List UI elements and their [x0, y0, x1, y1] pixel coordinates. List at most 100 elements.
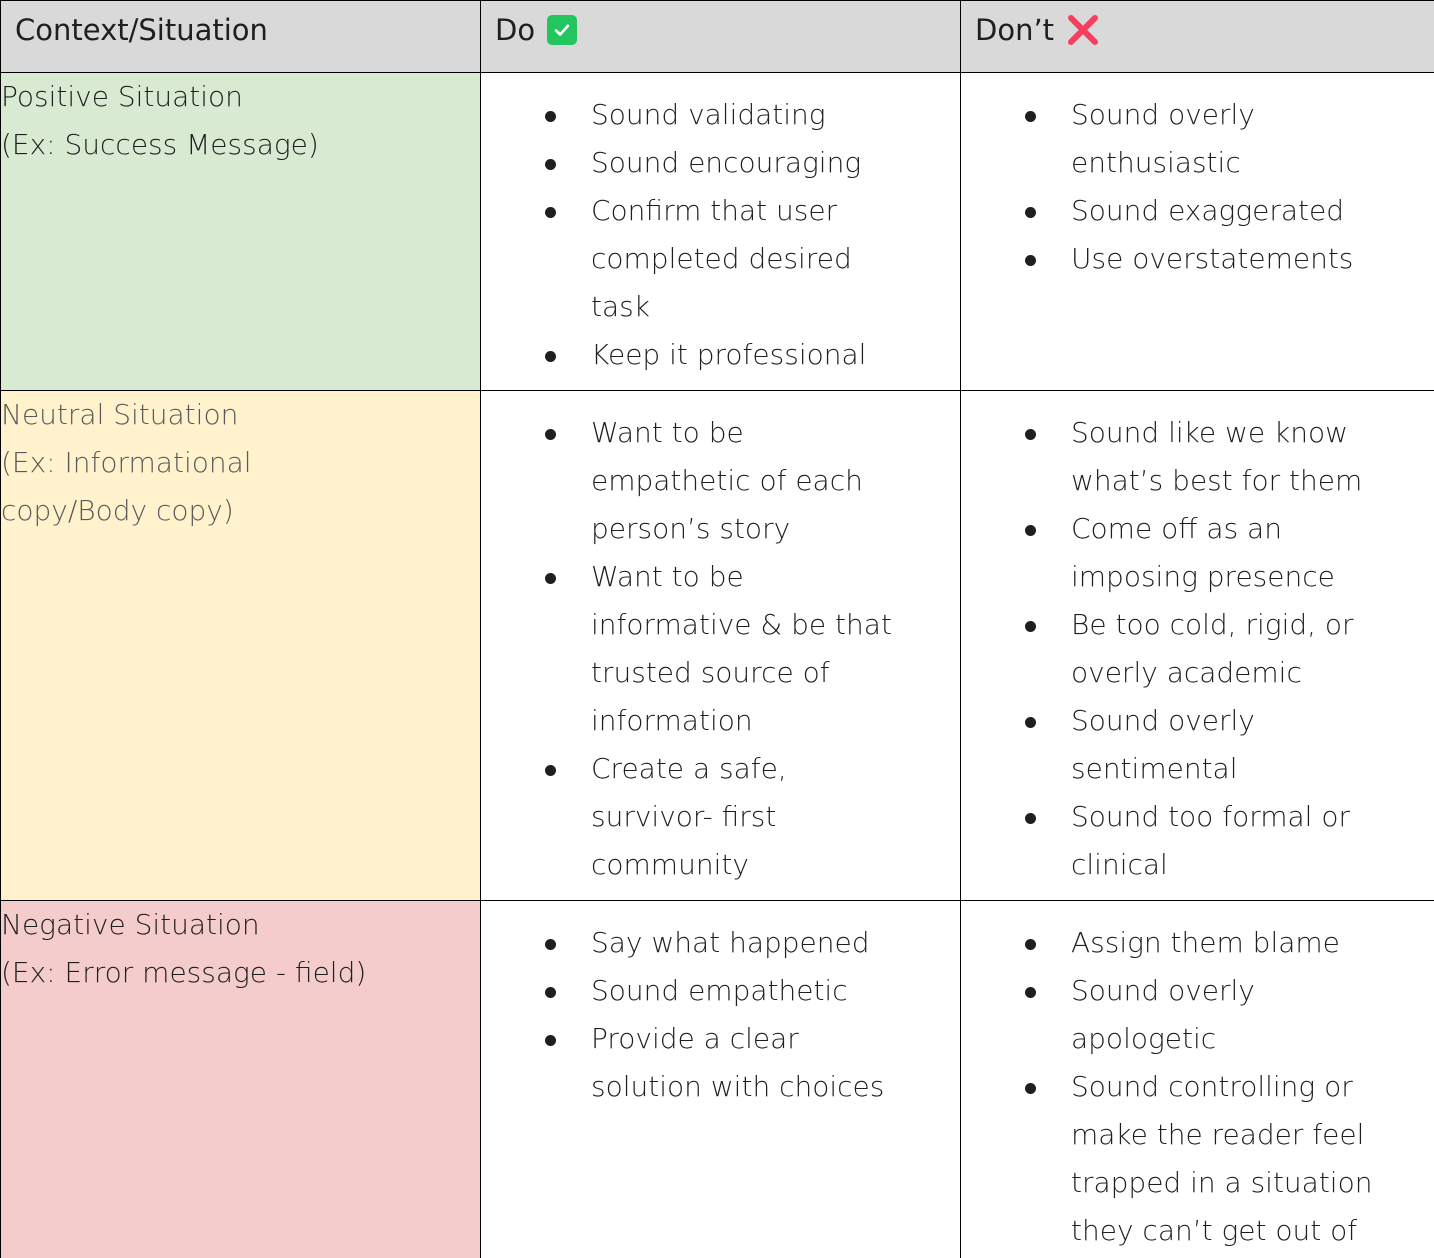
- list-item-text: Sound overly: [1071, 704, 1255, 737]
- list-item-text: Keep it professional: [591, 338, 867, 371]
- list-item-text: Say what happened: [591, 926, 870, 959]
- list-item-text: Come off as an: [1071, 512, 1282, 545]
- list-item-text: Sound empathetic: [591, 974, 848, 1007]
- list-item-text: Use overstatements: [1071, 242, 1354, 275]
- list-item-text: trapped in a situation: [1071, 1166, 1373, 1199]
- list-item: Want to be empathetic of each person’s sto…: [481, 409, 960, 553]
- header-dont: Don’t: [960, 0, 1434, 73]
- list-item-text: Want to be: [591, 416, 744, 449]
- table-header-row: Context/Situation Do Don’t: [0, 0, 1434, 73]
- list-item-text: Create a safe,: [591, 752, 787, 785]
- list-item-text: person’s story: [591, 512, 791, 545]
- list-item: Sound too formal or clinical: [961, 793, 1434, 889]
- list-item-text: enthusiastic: [1071, 146, 1241, 179]
- list-item-text: Sound validating: [591, 98, 826, 131]
- list-item-text: Sound too formal or: [1071, 800, 1350, 833]
- bullet-icon: [545, 111, 556, 122]
- bullet-icon: [1025, 429, 1036, 440]
- header-do-label: Do: [495, 13, 536, 47]
- list-item: Sound empathetic: [481, 967, 960, 1015]
- list-item-text: Sound exaggerated: [1071, 194, 1345, 227]
- list-item-text: Want to be: [591, 560, 744, 593]
- list-item-text: Assign them blame: [1071, 926, 1340, 959]
- list-item: Sound overly apologetic: [961, 967, 1434, 1063]
- list-item-text: apologetic: [1071, 1022, 1217, 1055]
- list-item-text: task: [591, 290, 650, 323]
- list-item-text: they can’t get out of: [1071, 1214, 1358, 1247]
- list-item-text: information: [591, 704, 753, 737]
- list-item-text: Sound like we know: [1071, 416, 1348, 449]
- list-item: Sound validating: [481, 91, 960, 139]
- list-item: Sound like we know what’s best for them: [961, 409, 1434, 505]
- context-line: Neutral Situation: [1, 398, 239, 431]
- list-item-text: Confirm that user: [591, 194, 838, 227]
- bullet-icon: [1025, 1083, 1036, 1094]
- bullet-icon: [545, 573, 556, 584]
- list-item-text: empathetic of each: [591, 464, 863, 497]
- header-context-label: Context/Situation: [15, 13, 268, 47]
- context-line: (Ex: Informational: [1, 446, 252, 479]
- context-line: (Ex: Success Message): [1, 128, 319, 161]
- bullet-icon: [545, 429, 556, 440]
- list-item-text: trusted source of: [591, 656, 830, 689]
- list-item-text: imposing presence: [1071, 560, 1335, 593]
- bullet-icon: [1025, 939, 1036, 950]
- bullet-icon: [1025, 255, 1036, 266]
- context-cell-neutral: Neutral Situation (Ex: Informational copy/…: [0, 390, 481, 901]
- header-dont-label: Don’t: [975, 13, 1055, 47]
- list-item-text: overly academic: [1071, 656, 1302, 689]
- bullet-icon: [1025, 111, 1036, 122]
- context-line: (Ex: Error message - field): [1, 956, 367, 989]
- context-cell-positive: Positive Situation (Ex: Success Message): [0, 72, 481, 391]
- do-cell-neutral: Want to be empathetic of each person’s sto…: [480, 390, 961, 901]
- list-item-text: sentimental: [1071, 752, 1238, 785]
- table-row: Negative Situation(Ex: Error message - f…: [0, 900, 1434, 1258]
- bullet-icon: [1025, 987, 1036, 998]
- list-item: Come off as an imposing presence: [961, 505, 1434, 601]
- list-item-text: completed desired: [591, 242, 852, 275]
- list-item-text: informative & be that: [591, 608, 892, 641]
- context-line: copy/Body copy): [1, 494, 234, 527]
- header-do: Do: [480, 0, 961, 73]
- cross-mark-icon: [1066, 13, 1100, 47]
- bullet-icon: [1025, 813, 1036, 824]
- list-item-text: Sound controlling or: [1071, 1070, 1353, 1103]
- bullet-icon: [1025, 717, 1036, 728]
- bullet-icon: [545, 159, 556, 170]
- list-item-text: Sound encouraging: [591, 146, 862, 179]
- list-item-text: Sound overly: [1071, 974, 1255, 1007]
- list-item-text: Provide a clear: [591, 1022, 799, 1055]
- list-item: Sound encouraging: [481, 139, 960, 187]
- list-item: Keep it professional: [481, 331, 960, 379]
- list-item-text: solution with choices: [591, 1070, 885, 1103]
- list-item: Sound exaggerated: [961, 187, 1434, 235]
- header-context: Context/Situation: [0, 0, 481, 73]
- list-item: Want to be informative & be that trusted s…: [481, 553, 960, 745]
- table-row: Positive Situation(Ex: Success Message) …: [0, 72, 1434, 391]
- context-line: Positive Situation: [1, 80, 243, 113]
- bullet-icon: [545, 351, 556, 362]
- list-item: Say what happened: [481, 919, 960, 967]
- list-item-text: what’s best for them: [1071, 464, 1363, 497]
- list-item: Confirm that user completed desired task: [481, 187, 960, 331]
- bullet-icon: [545, 207, 556, 218]
- list-item: Provide a clear solution with choices: [481, 1015, 960, 1111]
- bullet-icon: [545, 765, 556, 776]
- bullet-icon: [1025, 621, 1036, 632]
- bullet-icon: [545, 987, 556, 998]
- check-mark-button-icon: [547, 15, 578, 45]
- list-item: Sound overly sentimental: [961, 697, 1434, 793]
- bullet-icon: [545, 1035, 556, 1046]
- bullet-icon: [1025, 207, 1036, 218]
- list-item-text: clinical: [1071, 848, 1168, 881]
